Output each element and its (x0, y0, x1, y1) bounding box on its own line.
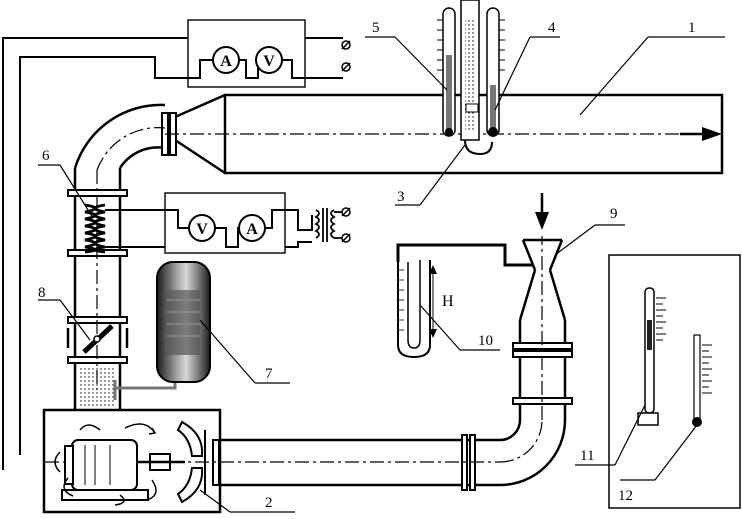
heater-ammeter-label: A (246, 221, 258, 238)
fan-impeller-icon (176, 420, 206, 504)
label-9: 9 (610, 206, 618, 222)
flanges (67, 112, 573, 491)
duct-centerlines (45, 127, 700, 463)
top-wiring (2, 37, 343, 470)
top-voltmeter-label: V (263, 53, 275, 70)
airflow-arrows (54, 423, 157, 506)
label-4: 4 (548, 20, 556, 36)
label-12: 12 (618, 488, 633, 504)
heater-voltmeter-label: V (196, 221, 208, 238)
heater-meter-box: V A (164, 192, 286, 254)
label-1: 1 (688, 20, 696, 36)
pitot-tube-assembly (437, 0, 505, 156)
heater-terminals (341, 207, 351, 243)
manometer-height-label: H (442, 293, 454, 310)
label-3: 3 (397, 189, 405, 205)
top-ammeter-label: A (220, 53, 232, 70)
label-8: 8 (38, 285, 46, 301)
gas-cylinder-icon (113, 261, 211, 400)
top-terminals (341, 40, 351, 72)
leader-lines (38, 36, 725, 513)
flow-outlet-arrow (680, 127, 722, 141)
component-labels: 1 2 3 4 5 6 7 8 9 10 11 12 (38, 20, 696, 511)
heater-wiring (105, 209, 313, 248)
label-5: 5 (372, 20, 380, 36)
flow-inlet-arrow (535, 193, 549, 230)
smoke-particles (80, 368, 115, 408)
heater-coil (84, 203, 106, 254)
label-11: 11 (580, 448, 594, 464)
fan-housing (42, 405, 222, 514)
transformer-icon (314, 208, 343, 242)
label-2: 2 (265, 495, 273, 511)
label-10: 10 (478, 333, 493, 349)
ambient-thermometer-panel (608, 254, 741, 509)
label-7: 7 (265, 366, 273, 382)
damper-valve-icon (66, 324, 129, 354)
motor-icon (61, 439, 185, 501)
label-6: 6 (42, 148, 50, 164)
u-tube-manometer: H (396, 243, 533, 359)
top-meter-box: A V (187, 19, 306, 88)
